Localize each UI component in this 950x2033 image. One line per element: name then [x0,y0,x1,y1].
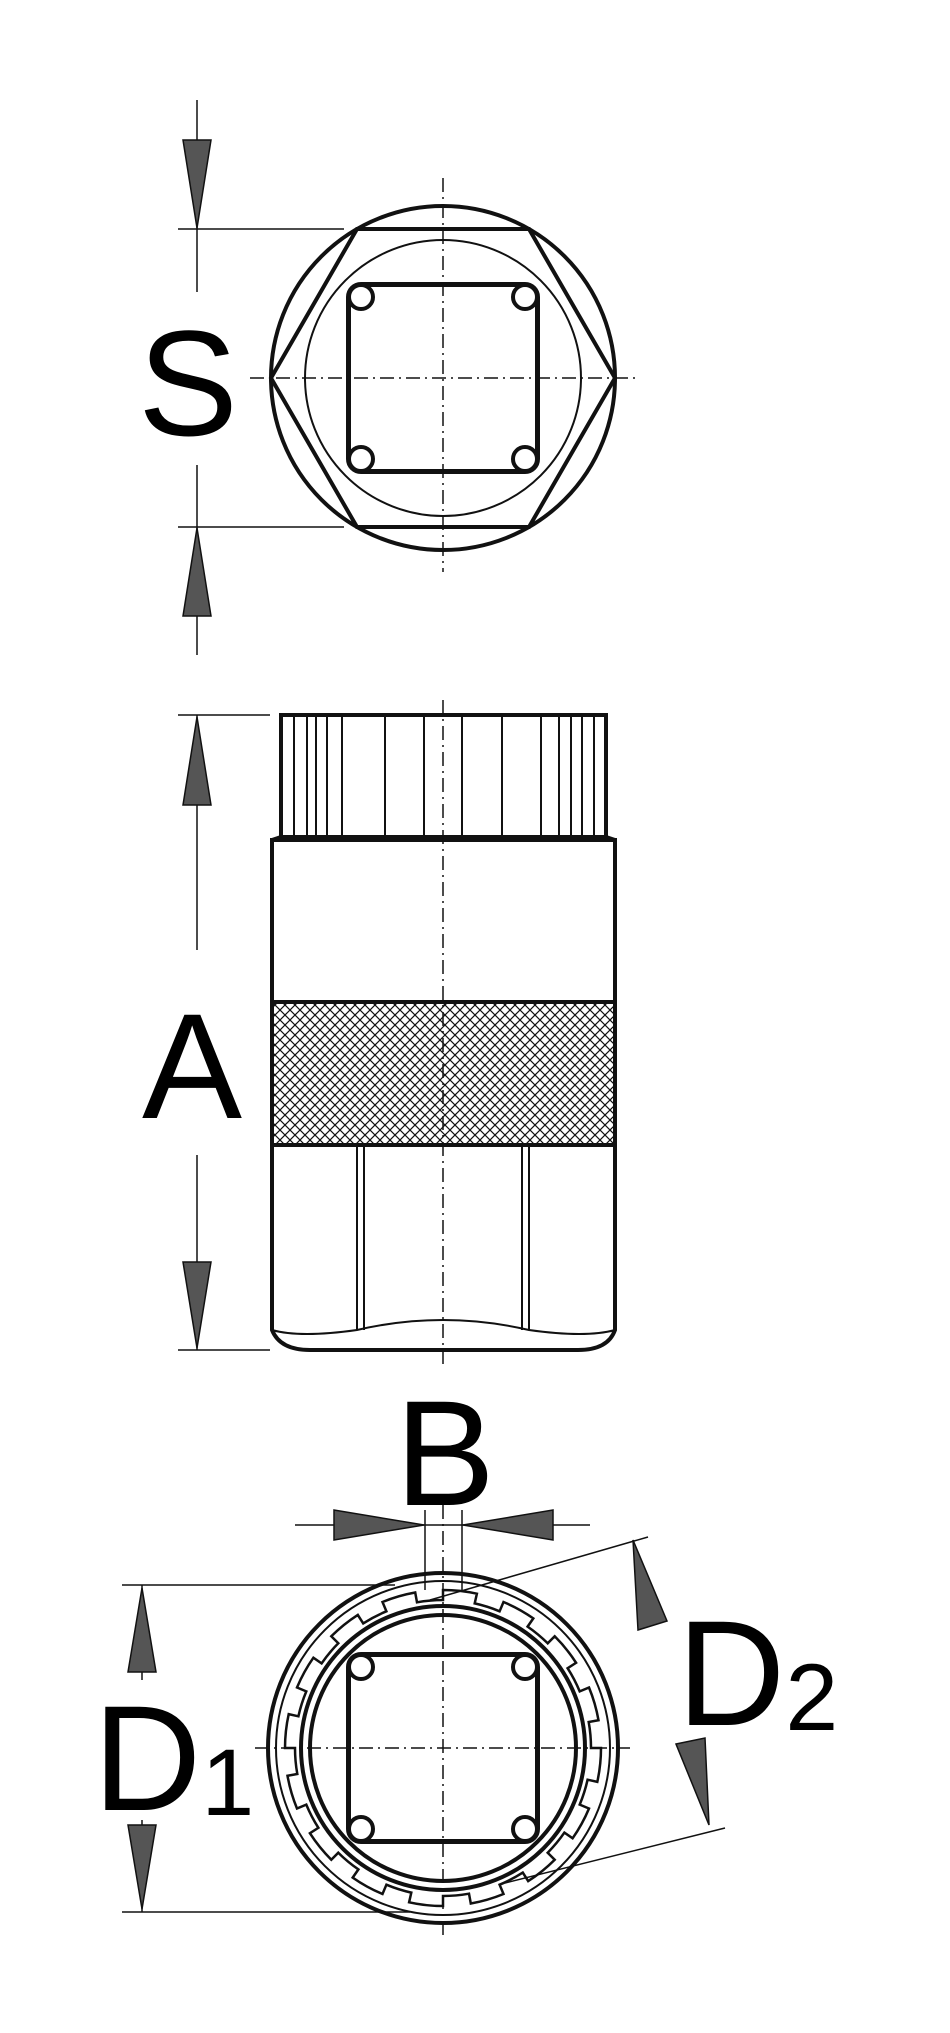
arrow-up-icon [182,527,212,617]
arrow-right-icon [333,1509,425,1541]
top-view [250,178,640,572]
arrow-left-icon [462,1509,554,1541]
arrow-down-icon [127,1824,157,1910]
dimension-d2 [429,1536,726,1884]
arrow-down-icon [674,1737,710,1826]
dimension-label-d2: D2 [677,1589,838,1757]
arrow-up-icon [182,716,212,806]
spline-tooth-profile [283,1588,603,1908]
dimension-a [178,714,270,1351]
spline-teeth [283,1588,603,1908]
dimension-label-b: B [395,1369,495,1537]
bottom-view [255,1505,630,1940]
arrow-up-icon [632,1539,669,1632]
hex-outline [268,227,618,529]
side-view [270,700,617,1365]
arrow-up-icon [127,1587,157,1673]
dimension-label-d1: D1 [93,1674,254,1842]
dimension-label-s: S [138,299,238,467]
dimension-d1 [122,1584,410,1913]
dimension-s [178,100,344,655]
arrow-down-icon [182,1261,212,1349]
arrow-down-icon [182,139,212,229]
dimension-label-a: A [142,982,242,1150]
dimension-b [295,1509,590,1590]
